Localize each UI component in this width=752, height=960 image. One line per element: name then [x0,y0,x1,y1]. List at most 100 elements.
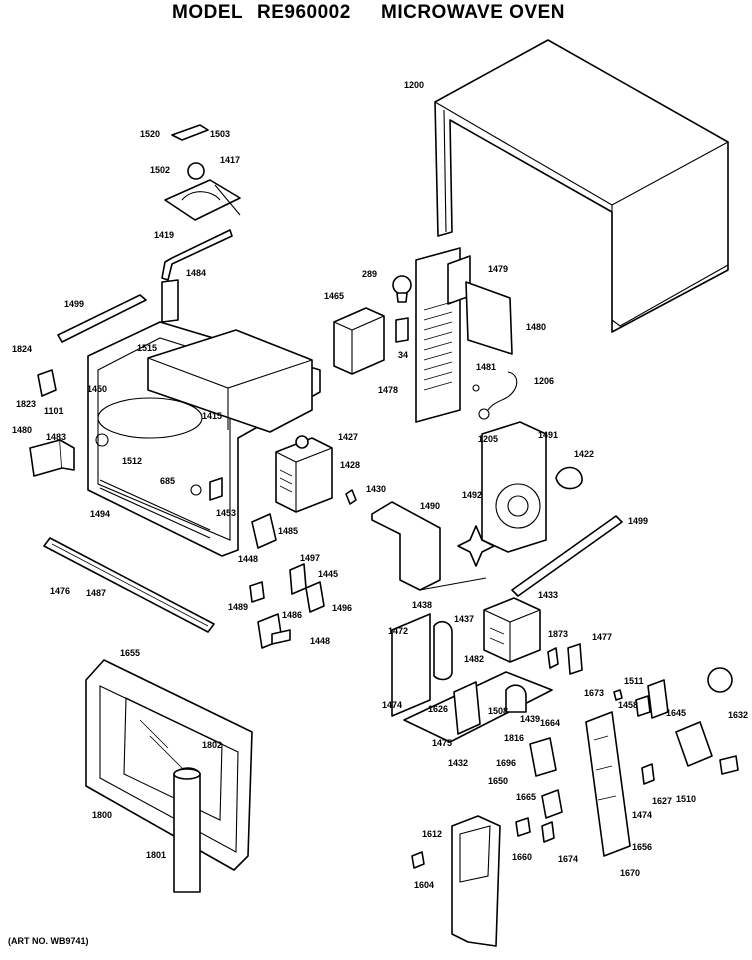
part-label-1480: 1480 [12,425,32,435]
part-label-1417: 1417 [220,155,240,165]
product-name: MICROWAVE OVEN [381,2,565,23]
part-label-1491: 1491 [538,430,558,440]
part-label-1479: 1479 [488,264,508,274]
part-label-1433: 1433 [538,590,558,600]
part-label-1430: 1430 [366,484,386,494]
part-label-1450: 1450 [87,384,107,394]
part-label-1696: 1696 [496,758,516,768]
part-label-1474: 1474 [382,700,402,710]
part-label-1612: 1612 [422,829,442,839]
lamp-and-bracket [333,275,412,375]
part-label-1487: 1487 [86,588,106,598]
small-controls [411,737,563,869]
control-panel-face [451,815,501,947]
part-label-289: 289 [362,269,377,279]
part-label-1437: 1437 [454,614,474,624]
part-label-1206: 1206 [534,376,554,386]
part-label-1481: 1481 [476,362,496,372]
part-label-1484: 1484 [186,268,206,278]
part-label-1499: 1499 [64,299,84,309]
part-label-1670: 1670 [620,868,640,878]
part-label-1475: 1475 [432,738,452,748]
choke-strip [43,537,215,633]
diagram-title: MODEL RE960002 MICROWAVE OVEN [0,0,752,30]
part-label-1674: 1674 [558,854,578,864]
base-plate [391,613,583,743]
part-label-1472: 1472 [388,626,408,636]
part-label-1650: 1650 [488,776,508,786]
part-label-685: 685 [160,476,175,486]
part-label-1492: 1492 [462,490,482,500]
model-number: RE960002 [257,2,351,23]
outer-case [434,39,729,333]
part-label-1664: 1664 [540,718,560,728]
part-label-1490: 1490 [420,501,440,511]
part-label-1656: 1656 [632,842,652,852]
oven-door [85,659,253,871]
part-label-1499: 1499 [628,516,648,526]
part-label-1802: 1802 [202,740,222,750]
part-label-1422: 1422 [574,449,594,459]
art-number: (ART NO. WB9741) [8,936,89,946]
part-label-1477: 1477 [592,632,612,642]
magnetron [275,435,357,513]
part-label-1665: 1665 [516,792,536,802]
part-label-34: 34 [398,350,408,360]
part-label-1655: 1655 [120,648,140,658]
part-label-1438: 1438 [412,600,432,610]
part-drawings [29,39,739,947]
part-label-1515: 1515 [137,343,157,353]
part-label-1458: 1458 [618,700,638,710]
part-label-1508: 1508 [488,706,508,716]
part-label-1824: 1824 [12,344,32,354]
model-word: MODEL [172,2,244,23]
part-label-1511: 1511 [624,676,644,686]
part-label-1205: 1205 [478,434,498,444]
interlock-switches [249,513,325,649]
part-label-1496: 1496 [332,603,352,613]
part-label-1627: 1627 [652,796,672,806]
air-duct [371,501,495,591]
part-label-1101: 1101 [44,406,64,416]
part-label-1632: 1632 [728,710,748,720]
part-label-1482: 1482 [464,654,484,664]
part-label-1476: 1476 [50,586,70,596]
part-label-1445: 1445 [318,569,338,579]
part-label-1816: 1816 [504,733,524,743]
part-label-1474: 1474 [632,810,652,820]
part-label-1432: 1432 [448,758,468,768]
part-label-1439: 1439 [520,714,540,724]
part-label-1645: 1645 [666,708,686,718]
part-label-1823: 1823 [16,399,36,409]
part-label-1485: 1485 [278,526,298,536]
part-label-1419: 1419 [154,230,174,240]
part-label-1483: 1483 [46,432,66,442]
door-handle [173,767,201,893]
part-label-1478: 1478 [378,385,398,395]
part-label-1520: 1520 [140,129,160,139]
control-board [585,711,631,857]
part-label-1800: 1800 [92,810,112,820]
part-label-1486: 1486 [282,610,302,620]
part-label-1415: 1415 [202,411,222,421]
part-label-1465: 1465 [324,291,344,301]
part-label-1489: 1489 [228,602,248,612]
part-label-1448: 1448 [238,554,258,564]
part-label-1200: 1200 [404,80,424,90]
part-label-1660: 1660 [512,852,532,862]
part-label-1512: 1512 [122,456,142,466]
part-label-1801: 1801 [146,850,166,860]
part-label-1428: 1428 [340,460,360,470]
part-label-1502: 1502 [150,165,170,175]
timer-motor-parts [613,667,739,785]
part-label-1497: 1497 [300,553,320,563]
part-label-1503: 1503 [210,129,230,139]
part-label-1626: 1626 [428,704,448,714]
part-number-labels: 1200 1520 1503 1502 1417 1419 1484 1499 1515 1824… [12,80,748,890]
part-label-1510: 1510 [676,794,696,804]
hinge-parts [29,294,147,477]
part-label-1494: 1494 [90,509,110,519]
part-label-1873: 1873 [548,629,568,639]
part-label-1480: 1480 [526,322,546,332]
